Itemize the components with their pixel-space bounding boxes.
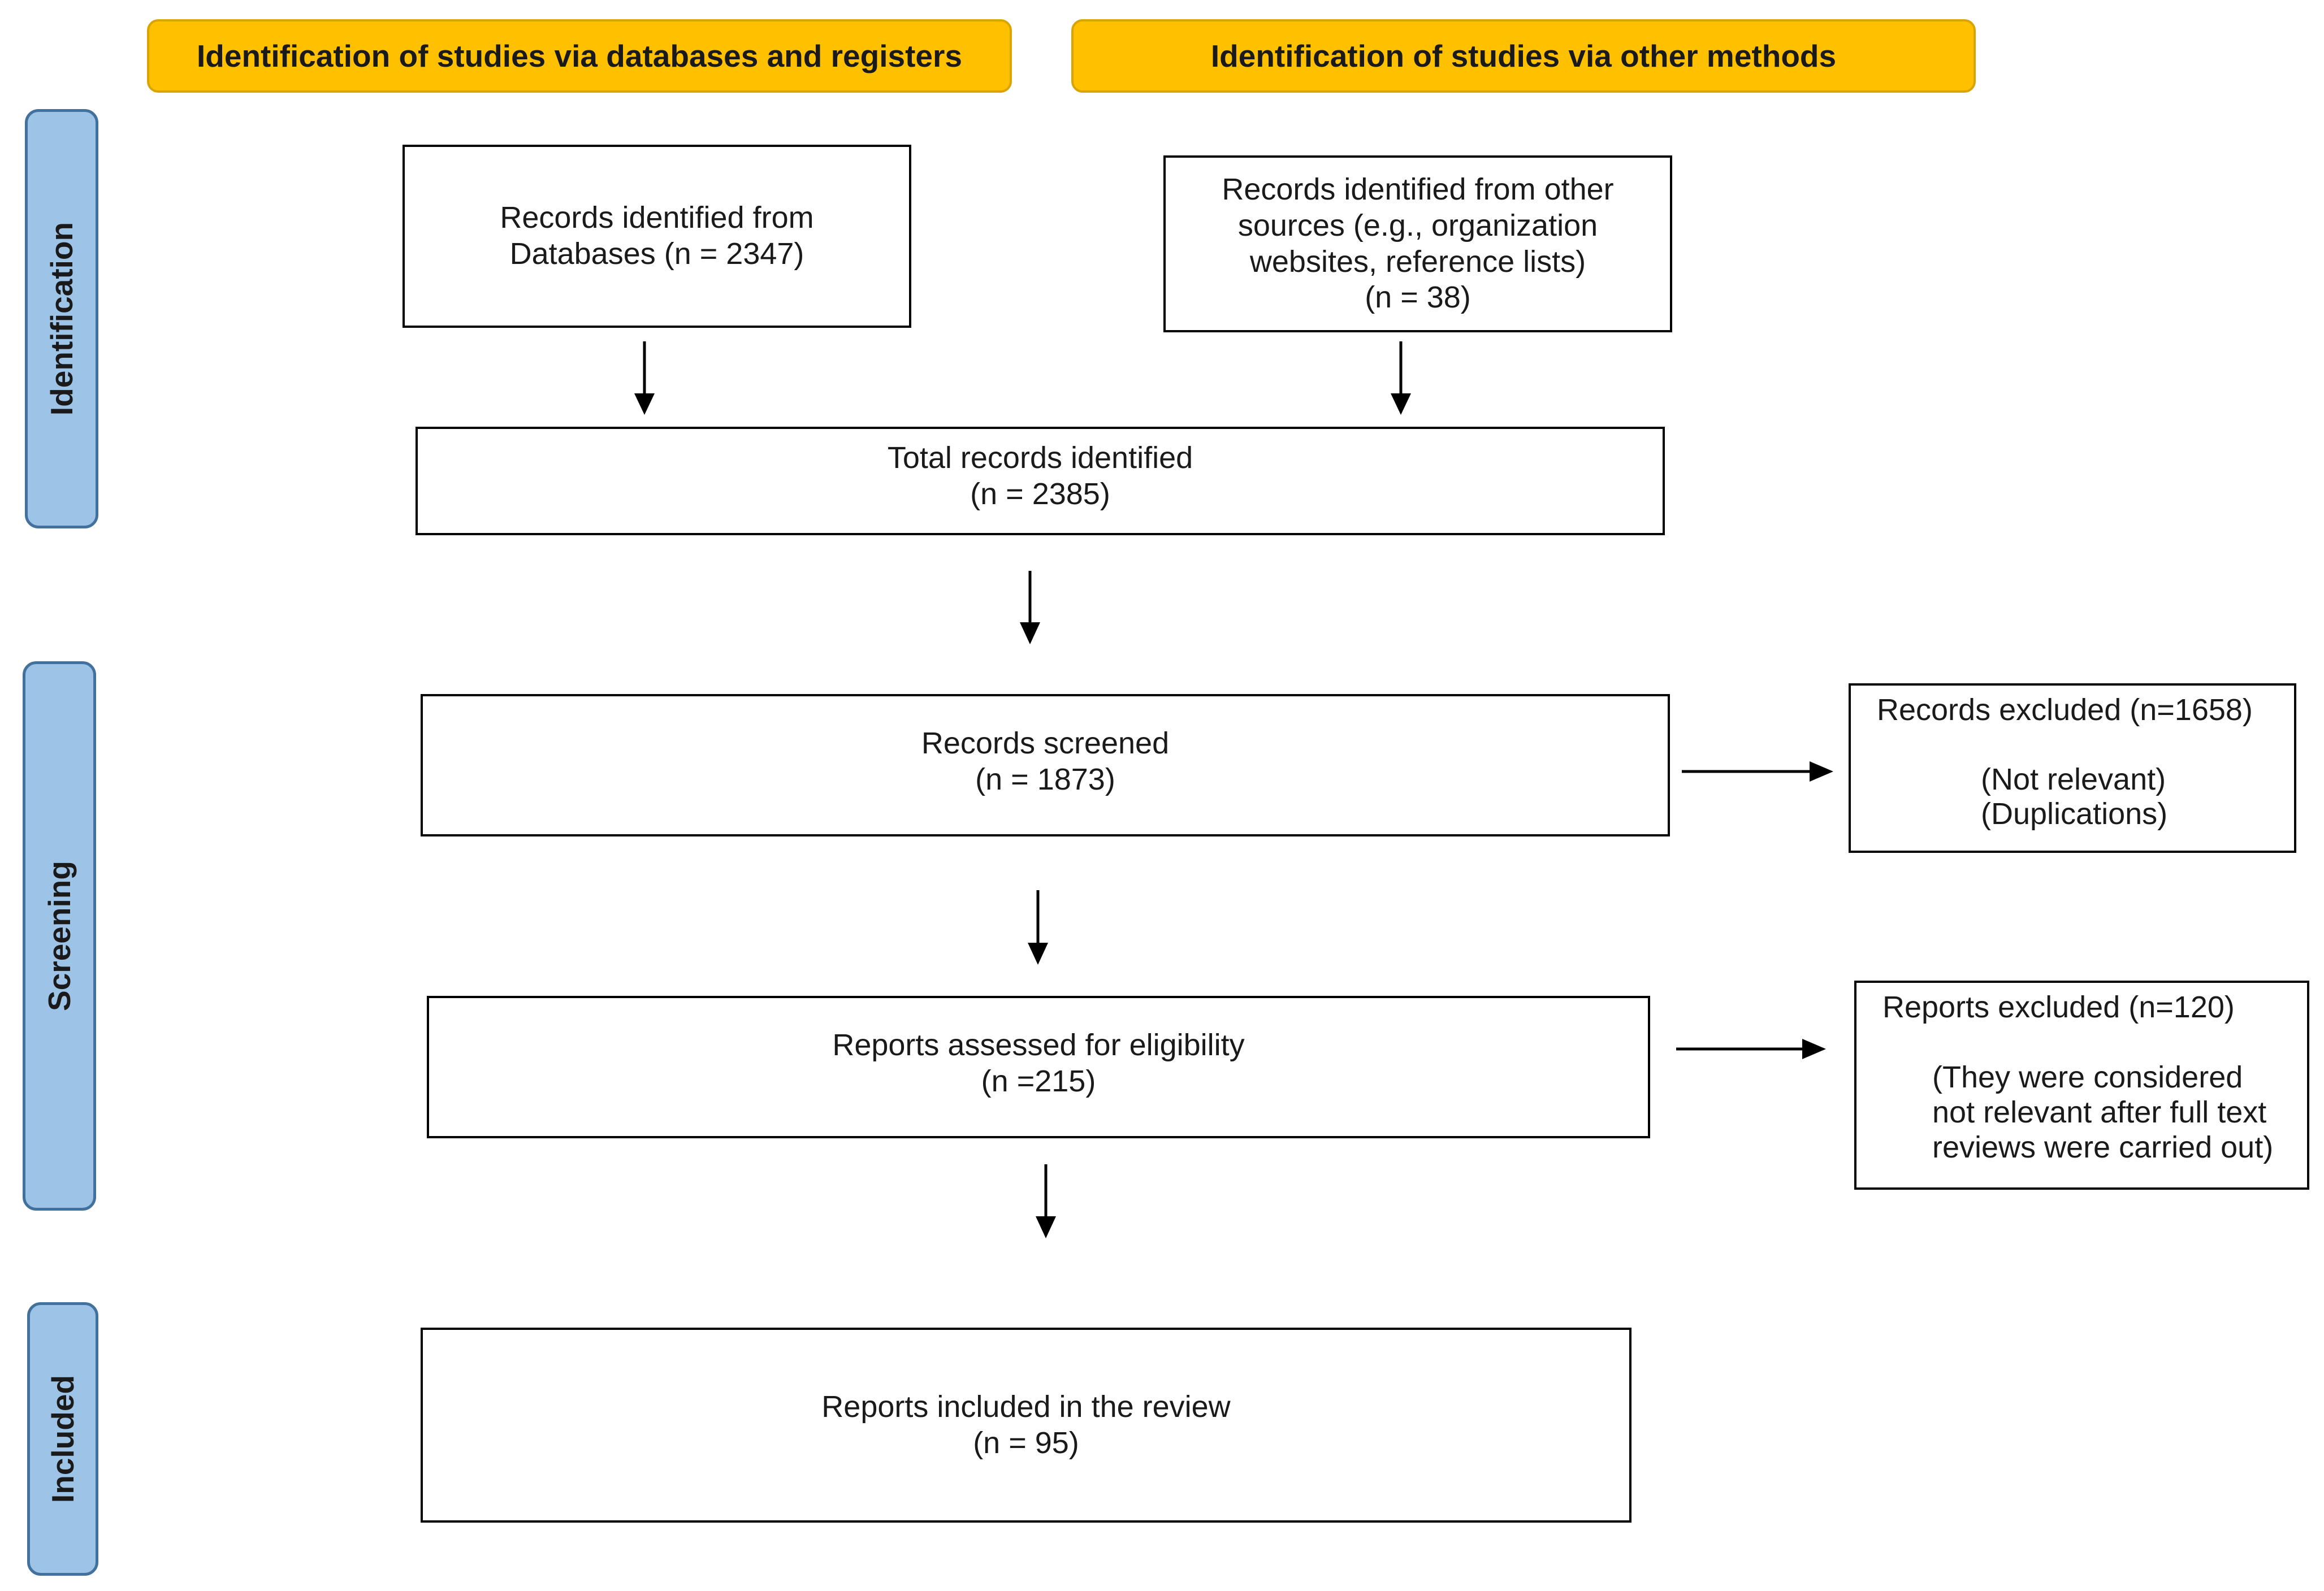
records-databases-line2: Databases (n = 2347) [509,237,804,271]
records-excluded-line2: (Not relevant) [1981,762,2166,796]
header-other-methods: Identification of studies via other meth… [1071,19,1976,93]
records-screened-box: Records screened (n = 1873) [421,694,1670,836]
total-records-line1: Total records identified [887,441,1193,475]
reports-assessed-line1: Reports assessed for eligibility [832,1028,1245,1062]
records-other-sources-box: Records identified from other sources (e… [1163,155,1672,332]
records-excluded-box: Records excluded (n=1658) (Not relevant)… [1849,683,2296,853]
arrowhead-total-to-screened [1020,622,1040,644]
arrowhead-databases-to-total [634,393,655,415]
records-other-line4: (n = 38) [1365,280,1471,315]
reports-excluded-line3: not relevant after full text [1932,1095,2267,1129]
arrowhead-screened-to-excluded [1810,761,1833,782]
reports-included-line2: (n = 95) [973,1425,1079,1460]
records-screened-line2: (n = 1873) [975,762,1115,796]
records-other-line2: sources (e.g., organization [1237,208,1598,242]
reports-excluded-line1: Reports excluded (n=120) [1882,990,2235,1024]
reports-excluded-box: Reports excluded (n=120) (They were cons… [1854,981,2309,1190]
records-excluded-line1: Records excluded (n=1658) [1877,693,2253,727]
header-databases-registers: Identification of studies via databases … [147,19,1012,93]
reports-excluded-line4: reviews were carried out) [1932,1130,2274,1164]
total-records-line2: (n = 2385) [970,476,1110,511]
records-excluded-line3: (Duplications) [1981,797,2168,831]
arrowhead-assessed-to-included [1036,1216,1056,1238]
records-other-line3: websites, reference lists) [1249,244,1586,279]
records-screened-line1: Records screened [921,726,1170,760]
reports-included-line1: Reports included in the review [821,1389,1231,1424]
records-databases-line1: Records identified from [500,201,814,235]
phase-identification: Identification [25,109,98,528]
phase-screening: Screening [23,661,96,1211]
records-other-line1: Records identified from other [1222,172,1614,207]
arrowhead-other-to-total [1391,393,1411,415]
reports-assessed-box: Reports assessed for eligibility (n =215… [427,996,1650,1138]
arrowhead-screened-to-assessed [1028,943,1048,965]
reports-assessed-line2: (n =215) [981,1064,1096,1098]
reports-included-box: Reports included in the review (n = 95) [421,1328,1631,1523]
total-records-box: Total records identified (n = 2385) [416,427,1665,535]
reports-excluded-line2: (They were considered [1932,1060,2243,1094]
phase-included: Included [27,1302,98,1576]
records-databases-box: Records identified from Databases (n = 2… [403,145,911,328]
arrowhead-assessed-to-excluded [1802,1039,1826,1059]
